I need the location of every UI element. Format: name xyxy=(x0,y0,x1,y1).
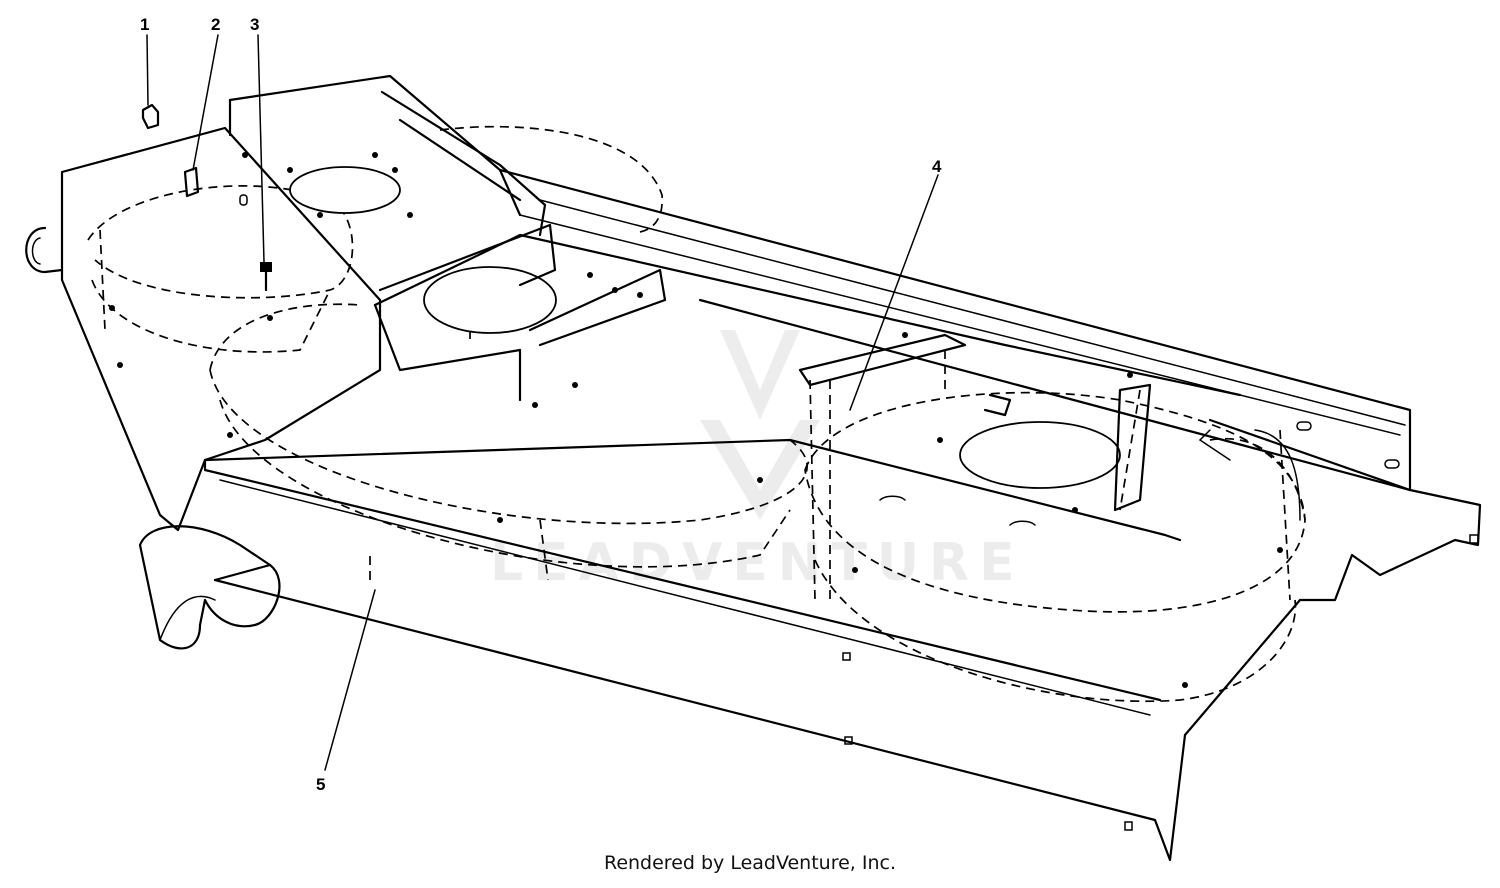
callout-5-leader xyxy=(324,589,376,771)
mount-brackets xyxy=(378,90,1301,521)
callout-2-leader xyxy=(192,34,219,171)
watermark-logo xyxy=(700,330,820,520)
callout-1: 1 xyxy=(140,15,149,34)
spindle-openings xyxy=(289,166,1121,489)
callout-1-leader xyxy=(146,34,149,106)
callout-2-part xyxy=(183,166,200,198)
callout-4: 4 xyxy=(932,157,942,176)
callout-5: 5 xyxy=(316,775,325,794)
callout-2: 2 xyxy=(211,15,220,34)
watermark-text: LEADVENTURE xyxy=(490,533,1025,593)
callout-3-part xyxy=(260,262,272,292)
callout-1-part xyxy=(141,103,160,130)
callout-3: 3 xyxy=(250,15,259,34)
footer-credit: Rendered by LeadVenture, Inc. xyxy=(603,852,897,874)
right-spindle-hole xyxy=(959,421,1121,489)
left-spindle-hole xyxy=(289,166,401,214)
leader-lines xyxy=(146,34,939,771)
callout-4-leader xyxy=(849,174,939,411)
callout-3-leader xyxy=(257,34,265,263)
bolt-holes xyxy=(109,152,1479,831)
deck-shell xyxy=(25,74,1482,862)
